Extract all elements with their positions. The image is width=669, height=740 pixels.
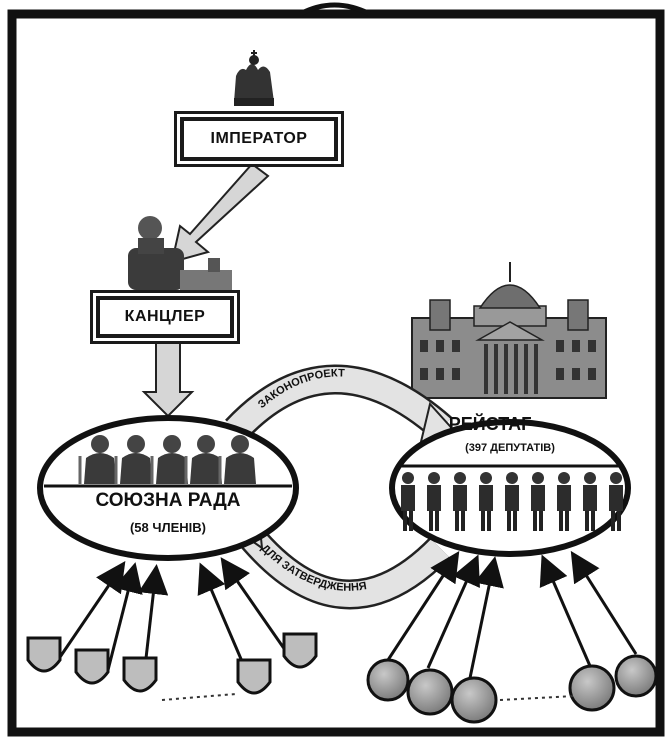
crown-icon [234,50,274,106]
deputy-icon [427,472,441,531]
shield-icon [236,658,272,695]
reichstag-deputies-count: (397 ДЕПУТАТІВ) [465,442,555,454]
federal-council-title: СОЮЗНА РАДА [95,490,241,511]
voters-dotted-line [499,695,575,701]
shield-icon [122,656,158,693]
reichstag-building-icon [411,262,607,399]
shields-dotted-line [161,693,237,701]
arrow-emperor-to-chancellor [170,162,270,264]
council-member-icon [184,435,222,484]
circle-voter-icon [366,658,410,702]
federal-council-members [78,435,256,484]
deputy-icon [609,472,623,531]
circle-voter-icon [568,664,616,712]
shield-icon [282,632,318,669]
approval-arrow-body [234,520,449,607]
chancellor-label: КАНЦЛЕР [124,308,206,325]
voter-circles [366,654,658,724]
shield-icon [74,648,110,685]
arrow-chancellor-to-council [141,339,195,418]
council-member-icon [150,435,188,484]
reichstag-input-arrows [386,550,638,679]
federal-council-members-count: (58 ЧЛЕНІВ) [129,520,207,535]
circle-voter-icon [406,668,454,716]
deputy-icon [479,472,493,531]
chancellor-figure-icon [128,216,232,290]
shield-icon [26,636,62,673]
circle-voter-icon [614,654,658,698]
reichstag-title: РЕЙСТАГ [448,414,532,434]
deputy-icon [453,472,467,531]
deputy-icon [557,472,571,531]
state-shields [26,632,318,695]
deputy-icon [531,472,545,531]
emperor-label: ІМПЕРАТОР [210,130,308,147]
council-member-icon [114,435,152,484]
deputy-icon [505,472,519,531]
deputy-icon [583,472,597,531]
top-ornament [298,2,372,17]
council-member-icon [78,435,116,484]
bill-arrow-body [226,367,451,439]
council-member-icon [218,435,256,484]
circle-voter-icon [450,676,498,724]
reichstag-deputies [401,472,623,531]
emperor-box: ІМПЕРАТОР [180,117,338,161]
federal-council-ellipse [37,415,299,561]
deputy-icon [401,472,415,531]
chancellor-box: КАНЦЛЕР [96,296,234,338]
